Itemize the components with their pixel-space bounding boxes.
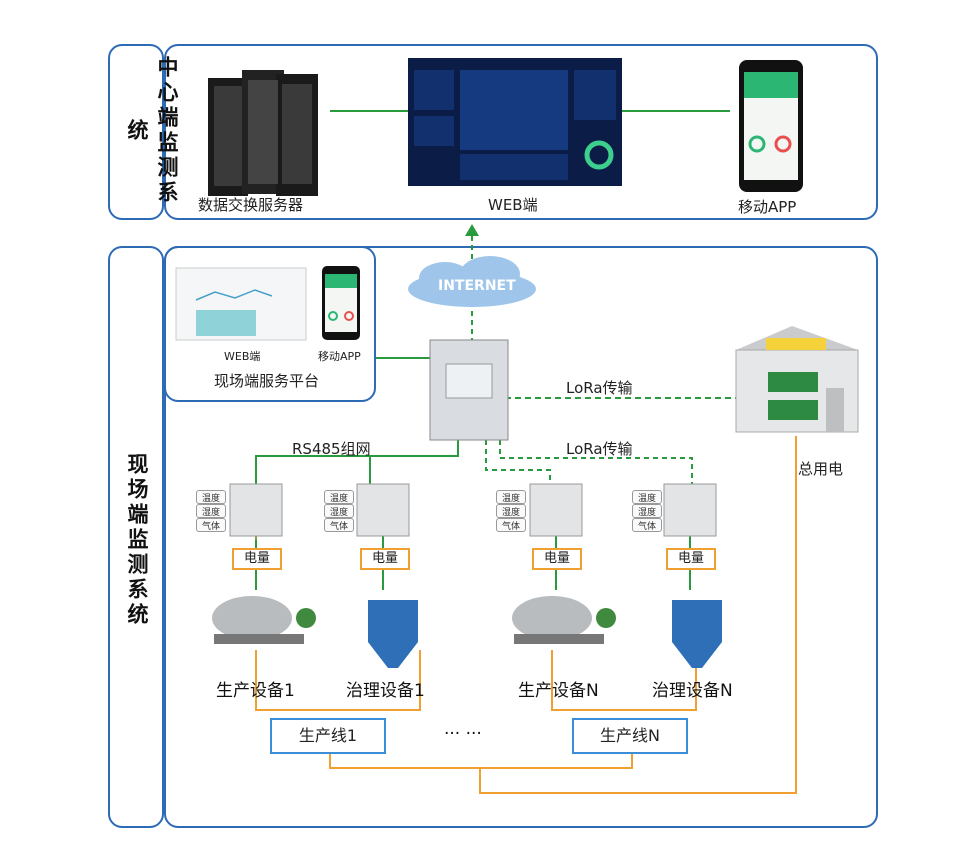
sensor-tag: 气体 <box>324 518 354 532</box>
cloud-icon <box>408 256 536 307</box>
sensor-tag: 湿度 <box>196 504 226 518</box>
device-label: 治理设备1 <box>346 681 425 701</box>
device-label: 生产设备1 <box>216 681 295 701</box>
mobile-app-icon <box>739 60 803 192</box>
rs485-label: RS485组网 <box>292 440 371 458</box>
center-title-panel <box>108 44 164 220</box>
sensor-tag: 湿度 <box>324 504 354 518</box>
power-box: 电量 <box>532 548 582 570</box>
sensor-tag: 气体 <box>632 518 662 532</box>
app-label: 移动APP <box>738 198 797 216</box>
platform-title: 现场端服务平台 <box>214 372 320 390</box>
web-label: WEB端 <box>488 196 538 214</box>
platform-phone-icon <box>322 266 360 340</box>
platform-app-label: 移动APP <box>318 350 361 363</box>
power-box: 电量 <box>666 548 716 570</box>
sensor-module-icon <box>229 483 717 537</box>
sensor-tag: 气体 <box>196 518 226 532</box>
ball-mill-icon <box>212 596 616 644</box>
production-line-1: 生产线1 <box>270 718 386 754</box>
device-label: 生产设备N <box>518 681 599 701</box>
production-line-n: 生产线N <box>572 718 688 754</box>
lora-label-2: LoRa传输 <box>566 440 633 458</box>
center-content-panel <box>164 44 878 220</box>
sensor-tag: 湿度 <box>632 504 662 518</box>
total-power-label: 总用电 <box>798 460 844 478</box>
dust-collector-icon <box>368 600 722 668</box>
field-content-panel <box>164 246 878 828</box>
server-label: 数据交换服务器 <box>198 196 304 214</box>
lora-label-1: LoRa传输 <box>566 379 633 397</box>
sensor-tag: 温度 <box>496 490 526 504</box>
gateway-device-icon <box>429 339 509 441</box>
center-title: 中心端监测系统 <box>125 56 179 206</box>
platform-web-label: WEB端 <box>224 350 261 363</box>
power-box: 电量 <box>232 548 282 570</box>
platform-web-icon <box>175 267 307 341</box>
web-dashboard-icon <box>408 58 622 186</box>
platform-panel <box>164 246 376 402</box>
server-rack-icon <box>208 70 318 196</box>
sensor-tag: 湿度 <box>496 504 526 518</box>
sensor-tag: 温度 <box>632 490 662 504</box>
field-title-panel <box>108 246 164 828</box>
sensor-tag: 温度 <box>196 490 226 504</box>
sensor-tag: 温度 <box>324 490 354 504</box>
internet-label: INTERNET <box>438 278 516 294</box>
device-label: 治理设备N <box>652 681 733 701</box>
field-title: 现场端监测系统 <box>125 452 149 628</box>
sensor-tag: 气体 <box>496 518 526 532</box>
substation-icon <box>735 326 859 433</box>
power-box: 电量 <box>360 548 410 570</box>
ellipsis: ··· ··· <box>444 724 482 744</box>
